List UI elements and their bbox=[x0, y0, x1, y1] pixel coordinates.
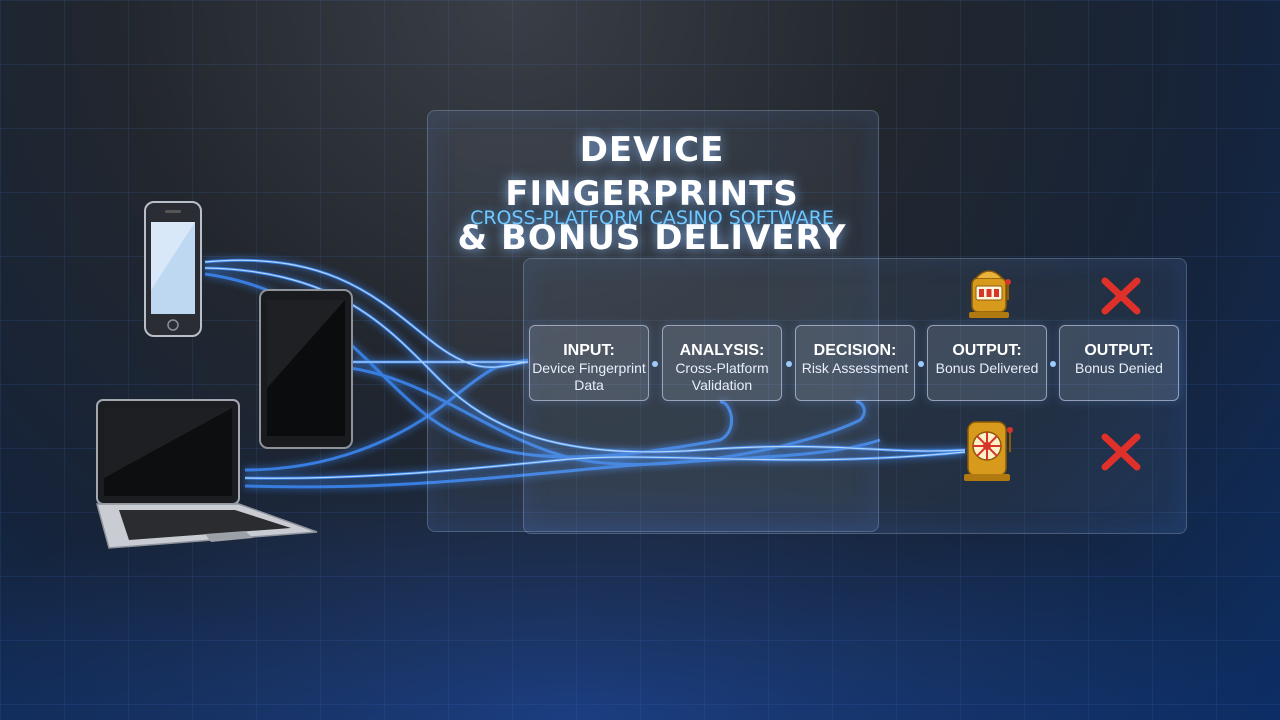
diagram-title: DEVICE FINGERPRINTS & BONUS DELIVERY bbox=[427, 128, 877, 260]
step-heading: OUTPUT: bbox=[1084, 342, 1154, 359]
title-line-2: & BONUS DELIVERY bbox=[457, 218, 847, 258]
diagram-subtitle: CROSS-PLATFORM CASINO SOFTWARE bbox=[470, 207, 834, 229]
step-description: Risk Assessment bbox=[801, 360, 909, 376]
step-analysis: ANALYSIS: Cross-Platform Validation bbox=[662, 325, 782, 401]
step-description: Device Fingerprint bbox=[532, 360, 646, 376]
step-heading: OUTPUT: bbox=[952, 342, 1022, 359]
step-input: INPUT: Device Fingerprint Data bbox=[529, 325, 649, 401]
step-output-denied: OUTPUT: Bonus Denied bbox=[1059, 325, 1179, 401]
step-description: Cross-Platform bbox=[675, 360, 769, 376]
title-panel bbox=[427, 110, 879, 532]
laptop-icon bbox=[96, 399, 318, 549]
smartphone-icon bbox=[144, 201, 202, 337]
step-heading: INPUT: bbox=[563, 342, 615, 359]
step-heading: DECISION: bbox=[813, 342, 897, 359]
step-description: Bonus Delivered bbox=[935, 360, 1039, 376]
title-line-1: DEVICE FINGERPRINTS bbox=[505, 130, 799, 214]
step-description: Bonus Denied bbox=[1075, 360, 1163, 376]
step-output-delivered: OUTPUT: Bonus Delivered bbox=[927, 325, 1047, 401]
step-description: Validation bbox=[691, 377, 753, 393]
tablet-icon bbox=[259, 289, 353, 449]
flow-panel bbox=[523, 258, 1187, 534]
deny-x-icon bbox=[1101, 277, 1141, 315]
slot-machine-icon bbox=[969, 270, 1011, 318]
step-description: Data bbox=[574, 377, 604, 393]
deny-x-icon bbox=[1101, 433, 1141, 471]
step-decision: DECISION: Risk Assessment bbox=[795, 325, 915, 401]
fortune-wheel-icon bbox=[964, 421, 1013, 481]
step-heading: ANALYSIS: bbox=[679, 342, 765, 359]
